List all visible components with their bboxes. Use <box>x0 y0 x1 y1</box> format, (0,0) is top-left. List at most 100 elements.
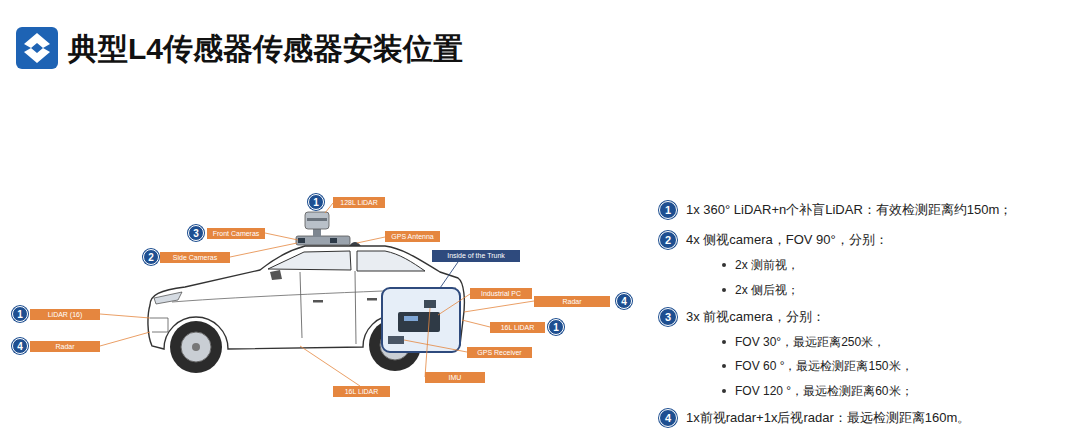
list-item: 4x 侧视camera，FOV 90°，分别： <box>686 232 888 248</box>
sensor-label: Industrial PC <box>481 290 521 297</box>
grille <box>150 318 168 332</box>
leader-line <box>325 203 333 213</box>
camera <box>298 238 305 243</box>
roof-lidar <box>305 212 329 229</box>
leader-line <box>357 237 385 243</box>
leader-lines <box>100 203 534 386</box>
door-line <box>355 271 356 344</box>
callout-number: 2 <box>148 252 154 263</box>
sensor-label-box: 16L LiDAR <box>490 322 545 333</box>
list-item: 3x 前视camera，分别： <box>686 309 825 325</box>
bullet <box>722 340 726 344</box>
callout-circle: 4 <box>659 409 677 427</box>
callout-number: 1 <box>665 204 671 216</box>
leader-line <box>462 320 490 327</box>
bullets <box>722 263 726 393</box>
window <box>357 251 425 271</box>
page-title: 典型L4传感器传感器安装位置 <box>68 31 463 67</box>
roof-rig <box>296 212 361 246</box>
sensor-label: 16L LiDAR <box>501 324 535 331</box>
list-item: 1x 360° LiDAR+n个补盲LiDAR：有效检测距离约150m； <box>686 202 1012 218</box>
callout-number: 1 <box>17 309 23 320</box>
logo-mark <box>24 33 50 48</box>
callout-circle: 1 <box>548 319 564 335</box>
rim <box>181 332 211 362</box>
sensor-label-box: Front Cameras <box>207 228 265 239</box>
sensor-label-box: 16L LiDAR <box>333 386 390 397</box>
leader-line <box>404 340 467 352</box>
door-handle <box>313 300 323 303</box>
leader-line <box>265 233 298 240</box>
callout-circle: 1 <box>12 306 28 322</box>
sensor-label-box: Side Cameras <box>160 252 230 263</box>
gps-receiver <box>388 336 404 344</box>
sensor-label-box: Industrial PC <box>470 288 532 299</box>
leader-line <box>464 301 534 312</box>
callout-circle: 2 <box>659 231 677 249</box>
sensor-label-box: LiDAR (16) <box>30 309 100 320</box>
callout-number: 4 <box>17 341 23 352</box>
sensor-label-box: Radar <box>30 341 100 352</box>
sensor-label-box: IMU <box>425 372 485 383</box>
window <box>268 251 351 270</box>
sensor-label: 128L LiDAR <box>340 199 378 206</box>
list-subitem: FOV 120 °，最远检测距离60米； <box>735 384 913 398</box>
callout-number: 1 <box>313 197 319 208</box>
callout-number: 4 <box>621 296 627 307</box>
sensor-label: Front Cameras <box>213 230 260 237</box>
trunk-frame <box>382 288 460 352</box>
lidar-band <box>307 218 327 221</box>
logo-mark <box>24 48 50 63</box>
leader-line <box>100 314 150 318</box>
sensor-label-box: GPS Receiver <box>467 347 532 358</box>
logo <box>16 27 58 69</box>
camera <box>330 238 337 243</box>
sensor-label: IMU <box>449 374 462 381</box>
mirror <box>270 270 282 280</box>
callout-circle: 2 <box>143 249 159 265</box>
sensor-label: Inside of the Trunk <box>447 252 505 259</box>
callout-circle: 1 <box>308 194 324 210</box>
sensor-label: Radar <box>55 343 74 350</box>
callout-number: 3 <box>665 311 671 323</box>
sensor-label: LiDAR (16) <box>48 311 83 318</box>
trunk-inset <box>382 288 460 352</box>
list-item: 1x前视radar+1x后视radar：最远检测距离160m。 <box>686 410 970 426</box>
callout-number: 1 <box>553 322 559 333</box>
door-handle <box>367 298 377 301</box>
leader-line <box>100 332 150 346</box>
callout-circle: 4 <box>12 338 28 354</box>
list-subitem: 2x 侧后视； <box>735 283 799 297</box>
headlight <box>154 292 182 304</box>
callout-number: 4 <box>665 412 671 424</box>
trunk-label-box: Inside of the Trunk <box>432 250 520 262</box>
leader-line <box>440 262 458 288</box>
bullet <box>722 288 726 292</box>
imu-box <box>424 300 436 308</box>
industrial-pc <box>398 312 440 332</box>
leader-line <box>300 346 360 386</box>
hub <box>192 343 200 351</box>
sensor-label-box: Radar <box>534 296 610 307</box>
callout-circle: 1 <box>659 201 677 219</box>
bullet <box>722 364 726 368</box>
list-subitem: 2x 测前视， <box>735 258 799 272</box>
car <box>148 246 464 373</box>
callout-number: 2 <box>665 234 671 246</box>
bullet <box>722 389 726 393</box>
sensor-label-box: 128L LiDAR <box>333 197 385 208</box>
list-subitem: FOV 30°，最远距离250米， <box>735 335 885 349</box>
list-subitem: FOV 60 °，最远检测距离150米， <box>735 359 913 373</box>
pc-panel <box>404 316 418 321</box>
leader-line <box>425 308 430 377</box>
sensor-label-box: GPS Antenna <box>385 231 440 242</box>
sensor-label: GPS Receiver <box>477 349 521 356</box>
sensor-label: Side Cameras <box>173 254 217 261</box>
wheel <box>170 321 222 373</box>
callout-number: 3 <box>193 228 199 239</box>
bullet <box>722 263 726 267</box>
callout-circle: 3 <box>188 225 204 241</box>
callout-circle: 4 <box>616 293 632 309</box>
